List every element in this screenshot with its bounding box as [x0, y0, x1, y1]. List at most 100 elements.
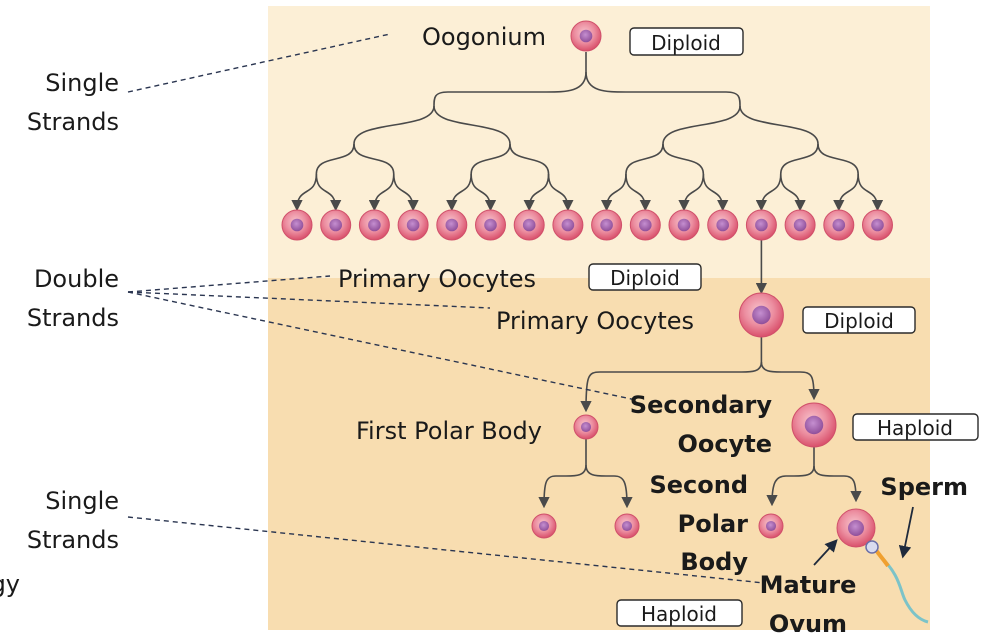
leader-lines: [127, 33, 765, 584]
label-second-polar-body-line2: Polar: [678, 510, 749, 538]
label-secondary-oocyte-line2: Oocyte: [677, 430, 772, 458]
branch-l3-2-0: [446, 173, 472, 212]
primary-oocyte-cell-14: [784, 209, 816, 241]
lineage-tree-lines: [291, 52, 884, 509]
polar-body-cell-2: [614, 513, 640, 539]
label-single-strands-top-line1: Single: [45, 69, 119, 97]
branch-l3-7-0: [833, 173, 859, 212]
label-oogonium: Oogonium: [422, 23, 546, 51]
label-double-strands-line2: Strands: [27, 304, 119, 332]
branch-l1-1-1: [739, 105, 819, 145]
branch-to-second-polar-body: [766, 447, 815, 507]
branch-l3-3-1: [547, 173, 574, 212]
branch-l3-5-1: [702, 173, 729, 212]
primary-oocyte-cell-7: [513, 209, 545, 241]
primary-oocyte-cell-13: [745, 209, 777, 241]
ploidy-primary-a: Diploid: [610, 266, 680, 290]
primary-oocyte-cell-9: [591, 209, 623, 241]
primary-oocyte-cell-3: [358, 209, 390, 241]
oogonium-cell: [570, 20, 602, 52]
branch-l2-1-0: [470, 143, 511, 175]
ploidy-box-primary-b: [802, 306, 916, 334]
branch-l3-6-1: [779, 173, 806, 212]
branch-polar-left: [538, 439, 587, 509]
primary-oocyte-large-cell: [738, 292, 784, 338]
ploidy-boxes: [588, 27, 979, 627]
branch-l3-5-0: [678, 173, 705, 212]
primary-oocyte-cell-12: [707, 209, 739, 241]
leader-double-b: [127, 291, 491, 309]
lower-panel: [268, 278, 930, 630]
label-second-polar-body-line1: Second: [649, 471, 748, 499]
branch-l3-0-0: [291, 173, 318, 212]
branch-root-right: [585, 71, 741, 107]
ploidy-box-secondary: [852, 413, 979, 441]
branch-l3-4-1: [625, 173, 651, 212]
primary-oocyte-cell-11: [668, 209, 700, 241]
ploidy-secondary: Haploid: [877, 416, 953, 440]
label-single-strands-bottom-line1: Single: [45, 487, 119, 515]
label-mature-ovum-line2: Ovum: [769, 610, 847, 638]
branch-l3-2-1: [470, 173, 497, 212]
branch-l3-7-1: [857, 173, 884, 212]
ploidy-mature: Haploid: [641, 602, 717, 626]
primary-oocyte-cell-1: [281, 209, 313, 241]
label-primary-oocytes-a: Primary Oocytes: [338, 265, 536, 293]
ploidy-primary-b: Diploid: [824, 309, 894, 333]
label-cut-off-text: gy: [0, 570, 20, 598]
branch-l2-3-1: [817, 143, 859, 175]
primary-oocyte-cell-8: [552, 209, 584, 241]
branch-l3-6-0: [755, 173, 782, 212]
leader-double-a: [127, 275, 331, 293]
sperm-arrow: [898, 506, 914, 559]
label-second-polar-body-line3: Body: [680, 548, 748, 576]
label-sperm: Sperm: [880, 473, 968, 501]
primary-oocyte-cell-10: [629, 209, 661, 241]
branch-polar-right: [585, 464, 633, 509]
branch-l2-0-0: [315, 143, 355, 175]
label-single-strands-bottom-line2: Strands: [27, 526, 119, 554]
branch-l1-0-0: [353, 105, 435, 145]
branch-l3-3-0: [523, 173, 550, 212]
branch-to-mature-ovum: [813, 465, 862, 503]
branch-l3-1-1: [392, 173, 419, 212]
primary-oocyte-cell-5: [436, 209, 468, 241]
primary-oocyte-cell-16: [862, 209, 893, 241]
ploidy-box-oogonium: [629, 27, 744, 56]
ploidy-oogonium: Diploid: [651, 31, 721, 55]
branch-l2-2-1: [662, 143, 705, 175]
branch-l2-0-1: [353, 143, 395, 175]
branch-l2-3-0: [779, 143, 819, 175]
leader-single-bottom: [127, 516, 765, 584]
label-mature-ovum-line1: Mature: [760, 571, 857, 599]
branch-l1-0-1: [433, 105, 511, 145]
branch-l1-1-0: [662, 105, 741, 145]
second-polar-body-cell: [758, 513, 784, 539]
branch-l3-1-0: [368, 173, 395, 212]
primary-oocyte-cell-6: [475, 209, 506, 241]
label-single-strands-top-line2: Strands: [27, 108, 119, 136]
label-double-strands-line1: Double: [34, 265, 119, 293]
ploidy-box-mature: [616, 599, 743, 627]
branch-to-first-polar-body: [580, 337, 763, 413]
sperm-head: [865, 540, 879, 554]
branch-l3-4-0: [601, 173, 627, 212]
sperm-cell: [865, 540, 929, 624]
branch-root-left: [433, 52, 587, 107]
branch-l2-1-1: [509, 143, 550, 175]
label-secondary-oocyte-line1: Secondary: [630, 391, 773, 419]
cells-group: [281, 20, 893, 548]
mature-ovum-arrow: [813, 539, 838, 566]
primary-oocyte-cell-2: [320, 209, 352, 241]
label-primary-oocytes-b: Primary Oocytes: [496, 307, 694, 335]
ploidy-box-primary-a: [588, 263, 702, 291]
secondary-oocyte-cell: [791, 402, 837, 448]
primary-oocyte-cell-15: [823, 209, 855, 241]
branch-l3-0-1: [315, 173, 342, 212]
polar-body-cell-1: [531, 513, 557, 539]
label-first-polar-body: First Polar Body: [356, 417, 542, 445]
mature-ovum-cell: [836, 508, 876, 548]
branch-to-secondary-oocyte: [760, 361, 820, 401]
leader-double-c: [127, 291, 637, 401]
